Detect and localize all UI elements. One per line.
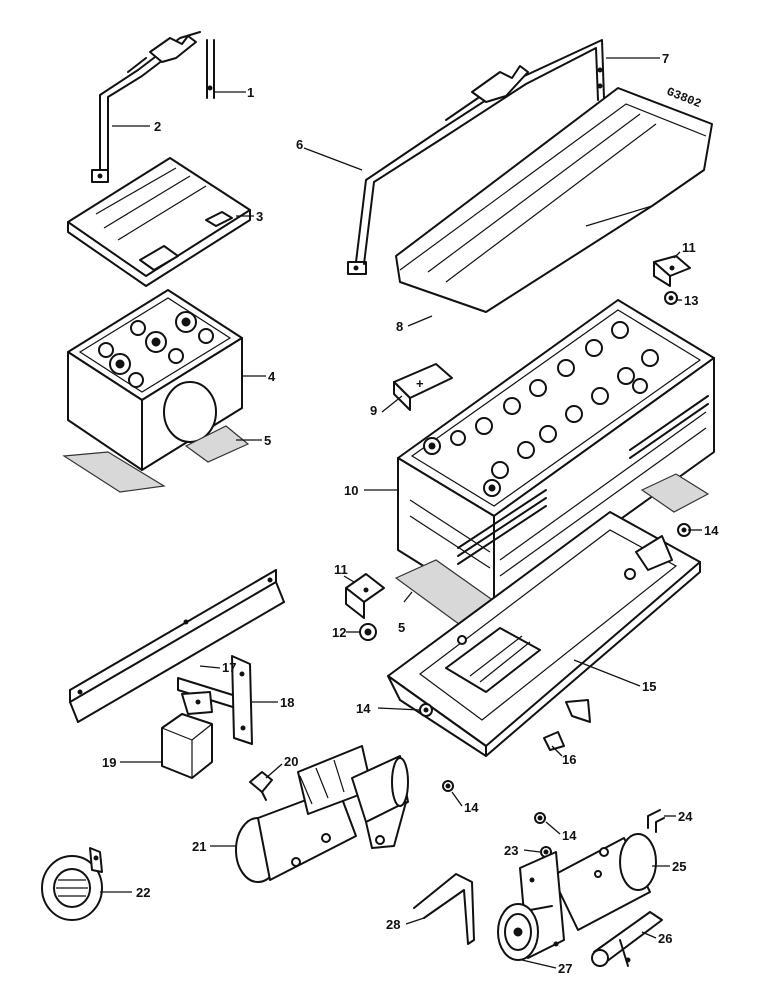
- washer-14-tray: [419, 703, 433, 717]
- leader-lines: [100, 57, 702, 969]
- callout-20: 20: [284, 754, 298, 769]
- large-battery-cover: [395, 87, 713, 313]
- callout-10: 10: [344, 483, 358, 498]
- washer-upper: [664, 291, 678, 305]
- callout-15: 15: [642, 679, 656, 694]
- callout-11-upper: 11: [682, 240, 696, 255]
- callout-16: 16: [562, 752, 576, 767]
- callout-23: 23: [504, 843, 518, 858]
- mounting-rail: [69, 569, 285, 723]
- small-battery: [67, 289, 243, 471]
- callout-22: 22: [136, 885, 150, 900]
- small-hold-down-bracket: [91, 31, 201, 183]
- support-bar: [591, 911, 663, 967]
- small-clamp-rod: [206, 39, 215, 99]
- callout-5-small: 5: [264, 433, 271, 448]
- callout-12: 12: [332, 625, 346, 640]
- callout-9: 9: [370, 403, 377, 418]
- starter-motor: [235, 745, 409, 883]
- belt-guide: [413, 873, 475, 945]
- callout-27: 27: [558, 961, 572, 976]
- callout-3: 3: [256, 209, 263, 224]
- clamp-upper: [653, 255, 691, 287]
- nut-12: [359, 623, 377, 641]
- plus-mark: +: [416, 376, 424, 391]
- callout-19: 19: [102, 755, 116, 770]
- callout-18: 18: [280, 695, 294, 710]
- callout-17: 17: [222, 660, 236, 675]
- terminal-cover: +: [393, 363, 453, 411]
- battery-tray: [387, 511, 701, 757]
- callout-21: 21: [192, 839, 206, 854]
- callout-7: 7: [662, 51, 669, 66]
- callout-1: 1: [247, 85, 254, 100]
- large-hold-down-frame: [347, 39, 605, 275]
- callout-26: 26: [658, 931, 672, 946]
- elbow-fitting-24: [647, 809, 665, 833]
- horn: [41, 847, 103, 921]
- small-battery-cover: [67, 157, 251, 287]
- callout-14-right: 14: [704, 523, 719, 538]
- callout-11-lower: 11: [334, 562, 348, 577]
- clip-16: [543, 731, 565, 751]
- generator: [519, 833, 657, 959]
- voltage-regulator: [161, 691, 213, 779]
- callout-5-large: 5: [398, 620, 405, 635]
- callout-8: 8: [396, 319, 403, 334]
- callout-14-generator: 14: [562, 828, 577, 843]
- callout-numbers: 1 2 3 4 5 6 7 8 11 13 9 10 14 11 12 5 15…: [102, 51, 719, 976]
- callout-14-loose: 14: [464, 800, 479, 815]
- callout-4: 4: [268, 369, 276, 384]
- washer-14-generator: [534, 812, 546, 824]
- small-battery-mat: [62, 425, 250, 493]
- callout-2: 2: [154, 119, 161, 134]
- callout-24: 24: [678, 809, 693, 824]
- callout-28: 28: [386, 917, 400, 932]
- callout-25: 25: [672, 859, 686, 874]
- callout-13: 13: [684, 293, 698, 308]
- callout-6: 6: [296, 137, 303, 152]
- callout-14-tray: 14: [356, 701, 371, 716]
- pulley: [497, 903, 539, 961]
- clamp-lower: [345, 573, 385, 619]
- washer-14-loose: [442, 780, 454, 792]
